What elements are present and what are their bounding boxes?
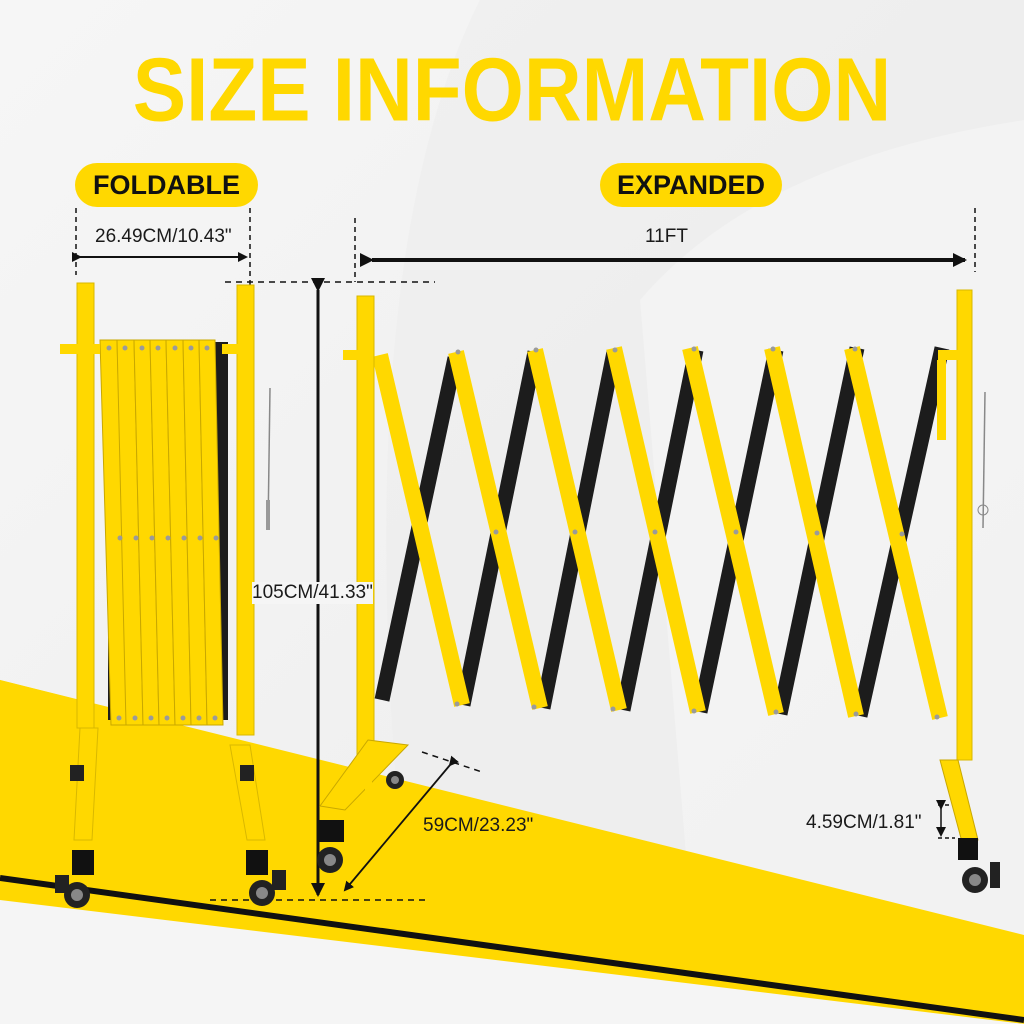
- base-depth-label: 59CM/23.23": [423, 815, 534, 836]
- foldable-width-label: 26.49CM/10.43": [95, 226, 232, 247]
- clearance-dimension: [936, 800, 955, 839]
- foldable-barrier: [55, 282, 286, 908]
- expanded-length-dimension: [354, 208, 976, 282]
- page-title: SIZE INFORMATION: [132, 40, 892, 140]
- foldable-width-dimension: [72, 208, 251, 285]
- clearance-label: 4.59CM/1.81": [806, 812, 922, 833]
- base-depth-dimension: [343, 751, 483, 892]
- expanded-barrier: [317, 289, 1000, 893]
- expanded-badge: EXPANDED: [600, 163, 782, 207]
- expanded-length-label: 11FT: [645, 226, 688, 247]
- height-label: 105CM/41.33": [252, 582, 373, 604]
- foldable-badge: FOLDABLE: [75, 163, 258, 207]
- black-floor-stripe: [0, 875, 1024, 1023]
